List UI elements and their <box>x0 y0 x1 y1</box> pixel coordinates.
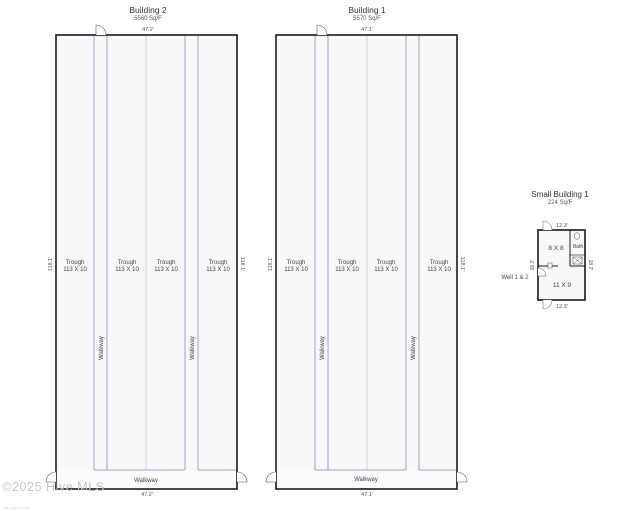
watermark: ©2025 Hive MLS <box>2 479 105 494</box>
building-1-door-right <box>456 471 468 483</box>
bath-label: Bath <box>573 244 584 250</box>
room-lower-size: 11 X 9 <box>553 282 572 289</box>
building-2: Building 2 5560 Sq/F 47.2' Trough 113 X … <box>45 5 248 498</box>
building-1-bottom-walkway-label: Walkway <box>354 477 378 483</box>
small-building-door-left <box>537 267 547 277</box>
small-building-area: 224 Sq/F <box>548 200 573 206</box>
building-2-trough-4-size: 113 X 10 <box>206 267 230 273</box>
building-1-door-top <box>316 24 328 36</box>
small-building-title: Small Building 1 <box>531 190 589 199</box>
building-2-dim-left: 118.1' <box>48 257 54 271</box>
building-1: Building 1 5570 Sq/F 47.1' Trough 113 X … <box>265 5 468 498</box>
small-building-door-top <box>542 220 553 231</box>
building-1-trough-3-name: Trough <box>377 260 396 266</box>
building-1-door-left <box>265 471 277 483</box>
small-building-dim-top: 12.3' <box>556 223 568 229</box>
building-2-area: 5560 Sq/F <box>134 16 162 22</box>
building-1-trough-4-size: 113 X 10 <box>427 267 451 273</box>
building-2-trough-2-size: 113 X 10 <box>115 267 139 273</box>
building-1-trough-4-name: Trough <box>430 260 449 266</box>
building-1-bottom-walkway <box>276 470 457 489</box>
building-1-dim-bottom: 47.1' <box>361 492 373 498</box>
building-2-walkway-label: Walkway <box>99 336 105 360</box>
building-1-wall <box>275 34 458 490</box>
building-2-title: Building 2 <box>129 5 167 15</box>
well-marker-icon <box>547 262 553 269</box>
building-2-trough-2-name: Trough <box>118 260 137 266</box>
toilet-icon <box>574 232 580 240</box>
building-1-trough-2-size: 113 X 10 <box>335 267 359 273</box>
small-building-floor <box>538 230 585 300</box>
building-1-dim-top: 47.1' <box>361 27 373 33</box>
building-1-trough-1-name: Trough <box>287 260 306 266</box>
small-building-1: Small Building 1 224 Sq/F 12.3' 8 X 8 Ba… <box>501 190 593 310</box>
building-2-wall <box>55 34 238 490</box>
well-label: Well 1 & 2 <box>501 275 529 281</box>
building-2-door-right <box>236 471 248 483</box>
signature: Floor plan by Name <box>4 506 31 510</box>
building-1-walkway-label: Walkway <box>320 336 326 360</box>
building-2-trough-1-size: 113 X 10 <box>63 267 87 273</box>
small-building-dim-right: 18.2' <box>587 260 593 271</box>
building-1-title: Building 1 <box>348 5 386 15</box>
small-building-wall <box>537 229 586 301</box>
small-building-door-bottom <box>542 299 553 310</box>
building-2-trough-3-size: 113 X 10 <box>154 267 178 273</box>
building-2-door-top <box>95 24 107 36</box>
building-2-trough-3-name: Trough <box>157 260 176 266</box>
building-2-walkway-label: Walkway <box>190 336 196 360</box>
building-2-trough-1-name: Trough <box>66 260 85 266</box>
building-1-floor <box>276 35 457 489</box>
building-2-dim-right: 118.1' <box>239 257 245 271</box>
building-2-bottom-walkway <box>56 470 237 489</box>
building-1-area: 5570 Sq/F <box>353 16 381 22</box>
building-2-trough-4-name: Trough <box>209 260 228 266</box>
building-2-floor <box>56 35 237 489</box>
room-upper-size: 8 X 8 <box>548 245 564 252</box>
building-2-bottom-walkway-label: Walkway <box>134 478 158 484</box>
small-building-dim-left: 18.2' <box>530 260 536 271</box>
sink-icon-cross <box>572 256 583 265</box>
building-1-trough-1-size: 113 X 10 <box>284 267 308 273</box>
building-2-door-left <box>45 471 57 483</box>
building-1-dim-right: 118.1' <box>459 257 465 271</box>
small-building-dim-bottom: 12.3' <box>556 304 568 310</box>
building-2-dim-top: 47.2' <box>142 27 154 33</box>
building-1-walkway-label: Walkway <box>411 336 417 360</box>
building-1-trough-3-size: 113 X 10 <box>374 267 398 273</box>
building-1-trough-2-name: Trough <box>338 260 357 266</box>
building-2-dim-bottom: 47.2' <box>141 492 153 498</box>
building-1-dim-left: 118.1' <box>268 257 274 271</box>
